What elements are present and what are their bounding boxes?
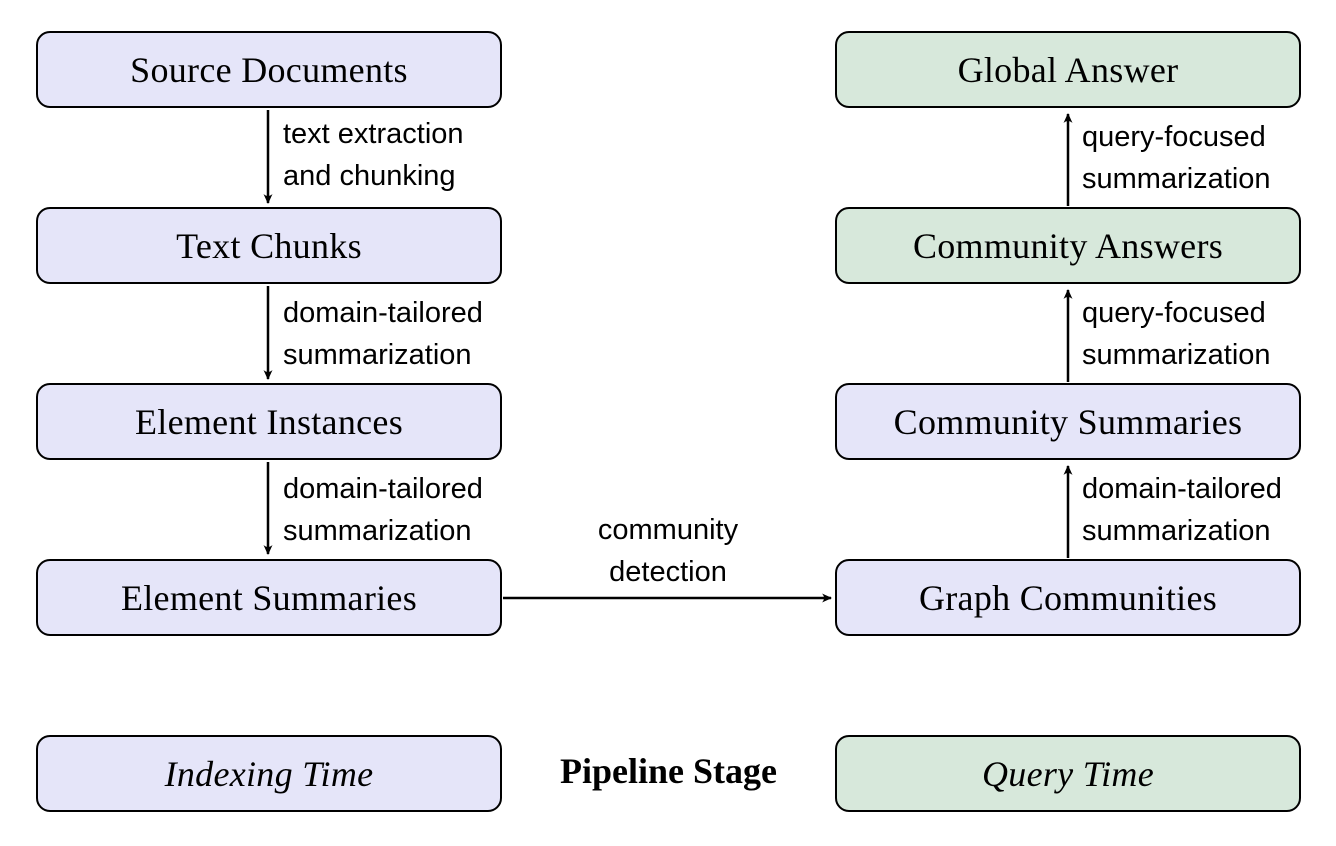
node-community-summaries: Community Summaries bbox=[835, 383, 1301, 460]
edge-label-line: summarization bbox=[1082, 515, 1271, 547]
node-source-documents: Source Documents bbox=[36, 31, 502, 108]
edge-label-line: detection bbox=[609, 556, 727, 588]
legend-title: Pipeline Stage bbox=[560, 751, 777, 791]
legend-indexing-time-label: Indexing Time bbox=[164, 753, 374, 794]
legend-indexing-time: Indexing Time bbox=[36, 735, 502, 812]
edge-label-docs-to-chunks: text extraction and chunking bbox=[283, 113, 464, 197]
edge-label-line: query-focused bbox=[1082, 297, 1266, 329]
edge-label-line: domain-tailored bbox=[283, 473, 483, 505]
edge-label-line: community bbox=[597, 514, 739, 546]
edge-label-line: text extraction bbox=[283, 118, 464, 150]
edge-label-line: summarization bbox=[283, 339, 472, 371]
node-element-instances: Element Instances bbox=[36, 383, 502, 460]
edge-label-instances-to-summaries: domain-tailored summarization bbox=[283, 468, 483, 552]
node-community-summaries-label: Community Summaries bbox=[893, 401, 1243, 442]
edge-label-line: domain-tailored bbox=[283, 297, 483, 329]
legend-query-time: Query Time bbox=[835, 735, 1301, 812]
node-text-chunks: Text Chunks bbox=[36, 207, 502, 284]
legend-query-time-label: Query Time bbox=[982, 753, 1154, 794]
edge-label-line: domain-tailored bbox=[1082, 473, 1282, 505]
edge-label-line: summarization bbox=[1082, 339, 1271, 371]
node-global-answer: Global Answer bbox=[835, 31, 1301, 108]
edge-label-line: summarization bbox=[283, 515, 472, 547]
node-source-documents-label: Source Documents bbox=[130, 49, 408, 90]
node-community-answers-label: Community Answers bbox=[912, 225, 1224, 266]
edge-label-chunks-to-instances: domain-tailored summarization bbox=[283, 292, 483, 376]
node-element-summaries: Element Summaries bbox=[36, 559, 502, 636]
edge-label-comm-answers-to-global: query-focused summarization bbox=[1082, 116, 1271, 200]
edge-label-line: summarization bbox=[1082, 163, 1271, 195]
edge-label-comm-summaries-to-comm-answers: query-focused summarization bbox=[1082, 292, 1271, 376]
node-element-instances-label: Element Instances bbox=[135, 401, 403, 442]
node-graph-communities-label: Graph Communities bbox=[918, 577, 1218, 618]
edge-label-line: and chunking bbox=[283, 160, 456, 192]
node-text-chunks-label: Text Chunks bbox=[176, 225, 362, 266]
node-graph-communities: Graph Communities bbox=[835, 559, 1301, 636]
node-community-answers: Community Answers bbox=[835, 207, 1301, 284]
edge-label-communities-to-comm-summaries: domain-tailored summarization bbox=[1082, 468, 1282, 552]
node-global-answer-label: Global Answer bbox=[957, 49, 1179, 90]
edge-label-summaries-to-communities: community detection bbox=[568, 509, 768, 593]
edge-label-line: query-focused bbox=[1082, 121, 1266, 153]
node-element-summaries-label: Element Summaries bbox=[120, 577, 418, 618]
